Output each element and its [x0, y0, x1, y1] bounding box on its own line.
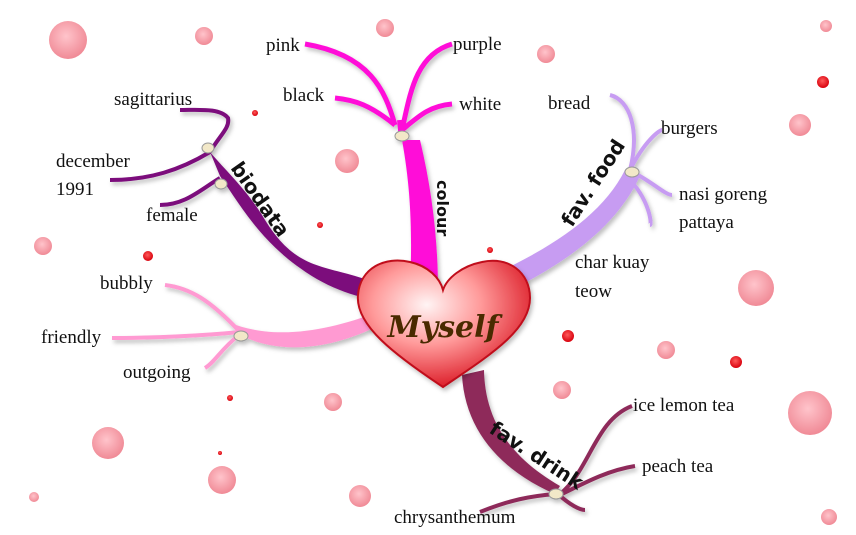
decor-dot — [738, 270, 774, 306]
decor-dot-red — [227, 395, 233, 401]
decor-dot — [820, 20, 832, 32]
decor-dot-red — [317, 222, 323, 228]
leaf-teow: teow — [575, 281, 612, 302]
leaf-white: white — [459, 94, 501, 115]
leaf-char-kuay: char kuay — [575, 252, 650, 273]
decor-dot — [324, 393, 342, 411]
leaf-black: black — [283, 85, 325, 106]
leaf-ice-lemon-tea: ice lemon tea — [633, 395, 735, 416]
leaf-chrysanthemum: chrysanthemum — [394, 507, 516, 528]
decor-dot — [657, 341, 675, 359]
decor-dot — [92, 427, 124, 459]
leaf-pattaya: pattaya — [679, 212, 734, 233]
decor-dot — [349, 485, 371, 507]
decor-dot — [821, 509, 837, 525]
decor-dot — [335, 149, 359, 173]
center-heart[interactable]: Myself — [356, 259, 532, 389]
decor-dot — [537, 45, 555, 63]
leaf-female: female — [146, 205, 198, 226]
decor-dot-red — [562, 330, 574, 342]
decor-dot — [553, 381, 571, 399]
decor-dot — [49, 21, 87, 59]
leaf-bread: bread — [548, 93, 591, 114]
leaf-peach-tea: peach tea — [642, 456, 714, 477]
decor-dot-red — [730, 356, 742, 368]
branch-label-colour: colour — [433, 180, 452, 236]
decor-dot — [788, 391, 832, 435]
leaf-friendly: friendly — [41, 327, 102, 348]
leaf-nasi-goreng: nasi goreng — [679, 184, 768, 205]
decor-dot-red — [218, 451, 222, 455]
branch-personality[interactable] — [111, 283, 380, 370]
leaf-outgoing: outgoing — [123, 362, 191, 383]
decor-dot-red — [817, 76, 829, 88]
branch-drink[interactable] — [462, 370, 636, 514]
leaf-sagittarius: sagittarius — [114, 89, 192, 110]
leaf-december: december — [56, 151, 131, 172]
decor-dot — [789, 114, 811, 136]
branch-colour[interactable] — [304, 41, 453, 290]
leaf-bubbly: bubbly — [100, 273, 153, 294]
background-dots — [29, 19, 837, 525]
decor-dot — [29, 492, 39, 502]
decor-dot — [34, 237, 52, 255]
decor-dot — [208, 466, 236, 494]
leaf-burgers: burgers — [661, 118, 718, 139]
leaf-purple: purple — [453, 34, 502, 55]
decor-dot-red — [487, 247, 493, 253]
center-label: Myself — [387, 310, 504, 345]
decor-dot-red — [252, 110, 258, 116]
decor-dot — [376, 19, 394, 37]
leaf-pink: pink — [266, 35, 300, 56]
decor-dot — [195, 27, 213, 45]
decor-dot-red — [143, 251, 153, 261]
leaf-1991: 1991 — [56, 179, 94, 200]
